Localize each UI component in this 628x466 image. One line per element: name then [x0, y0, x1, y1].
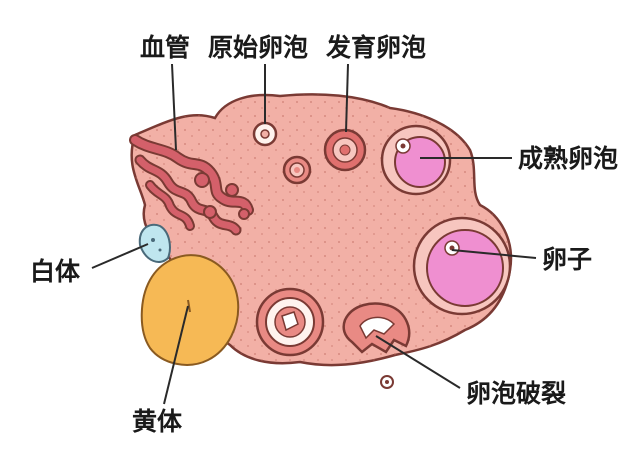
leader-lines — [91, 63, 537, 405]
small-follicle — [282, 155, 312, 185]
label-developing-follicle: 发育卵泡 — [325, 33, 426, 62]
label-follicle-rupture: 卵泡破裂 — [466, 379, 566, 408]
label-blood-vessel: 血管 — [140, 33, 190, 62]
label-mature-follicle: 成熟卵泡 — [518, 144, 618, 173]
large-follicle — [412, 216, 512, 316]
leader-ovum — [451, 249, 537, 259]
leader-luteum — [163, 305, 189, 405]
label-corpus-luteum: 黄体 — [132, 407, 183, 436]
label-ovum: 卵子 — [542, 245, 592, 274]
leader-blood-vessel — [171, 63, 177, 151]
leader-developing — [345, 63, 349, 133]
label-primordial-follicle: 原始卵泡 — [208, 33, 308, 62]
rupturing-follicle — [342, 302, 411, 354]
blood-vessels — [129, 134, 254, 236]
corpus-luteum — [140, 254, 240, 366]
primordial-follicle — [252, 121, 278, 147]
ruptured-follicle-center — [255, 287, 325, 357]
mature-follicle — [380, 124, 452, 196]
corpus-albicans — [138, 223, 171, 263]
small-follicle-bottom — [380, 375, 394, 389]
leader-albicans — [91, 243, 149, 269]
label-corpus-albicans: 白体 — [30, 257, 81, 286]
developing-follicle — [323, 128, 367, 172]
leader-rupture — [375, 335, 461, 389]
